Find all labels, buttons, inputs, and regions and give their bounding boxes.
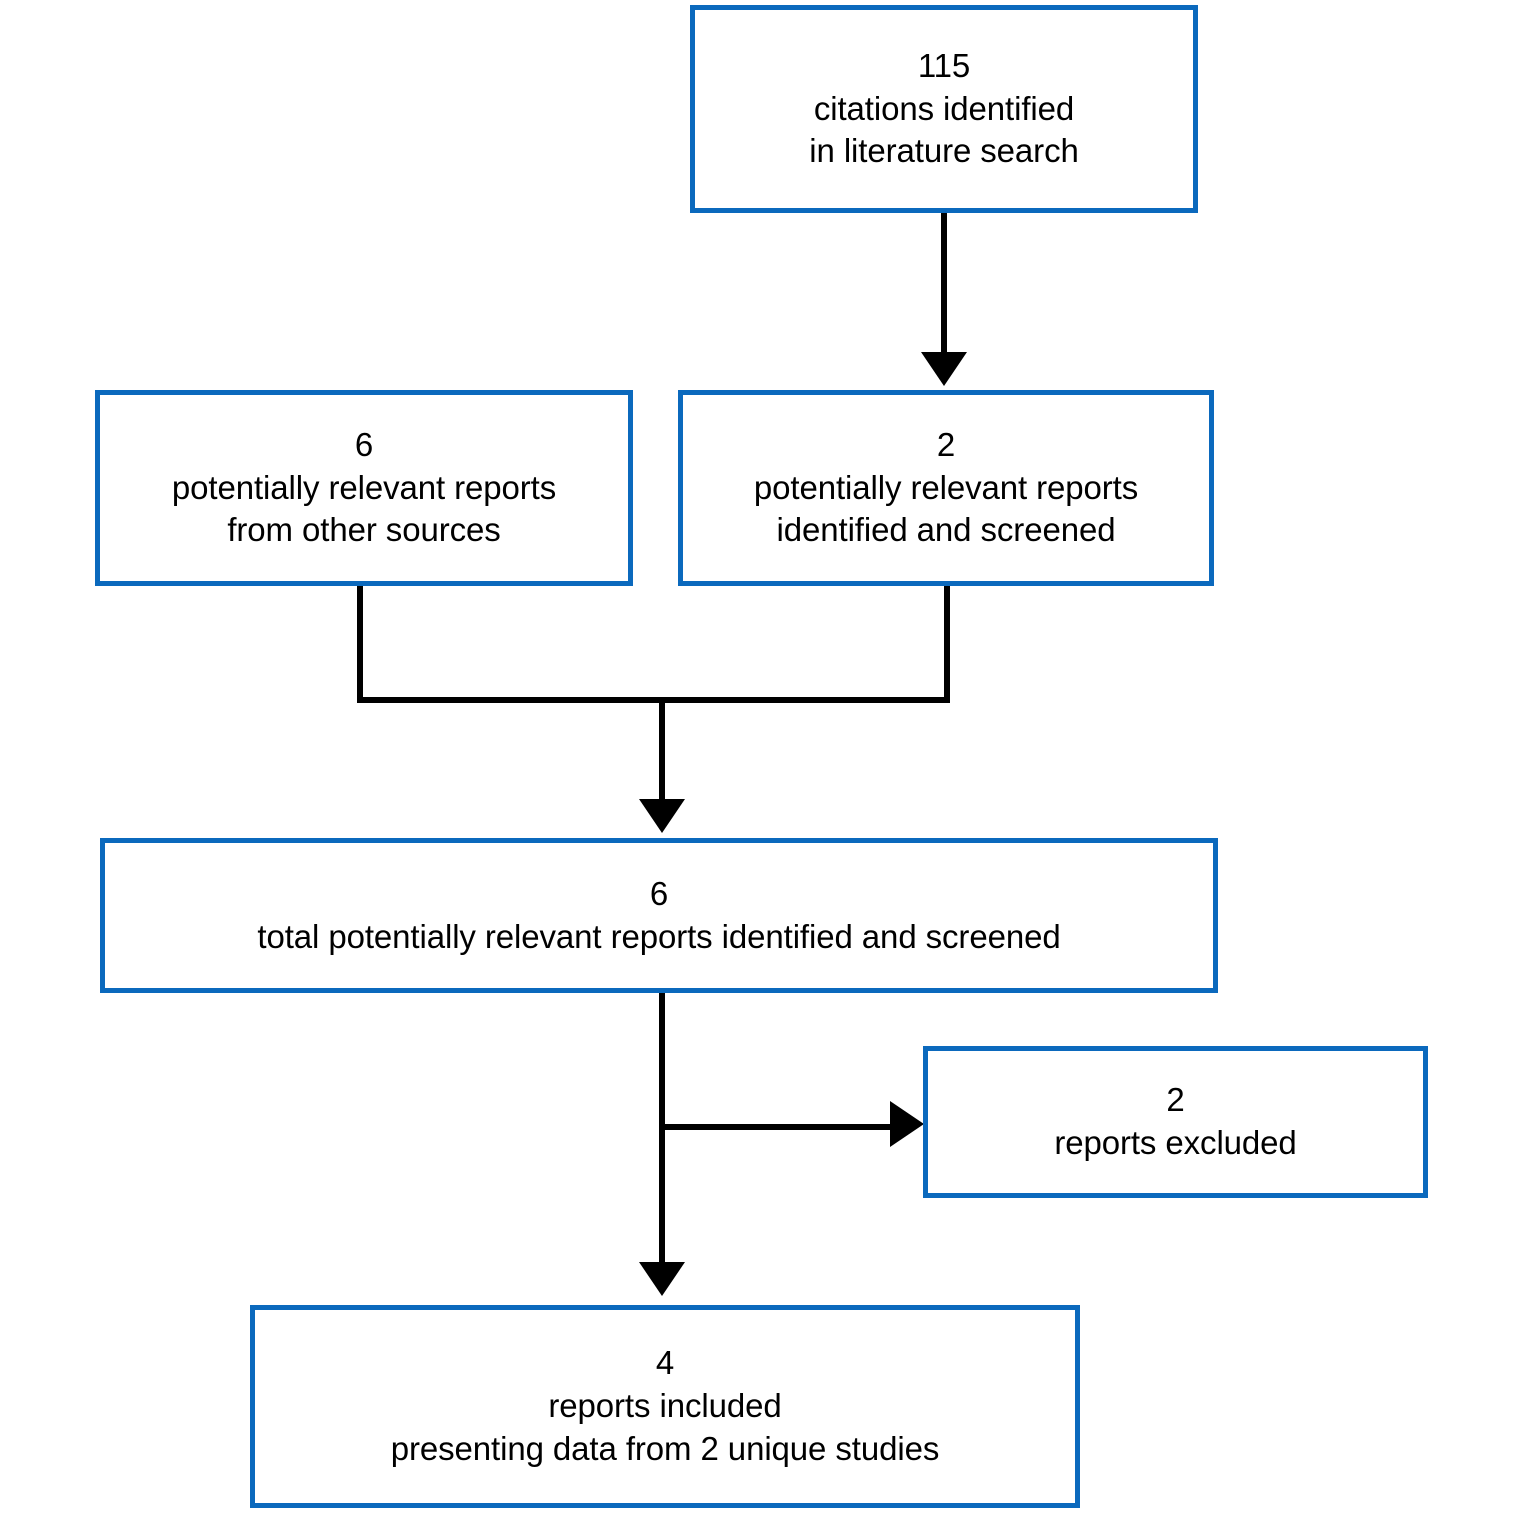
- node-label-line-1: total potentially relevant reports ident…: [257, 917, 1061, 955]
- node-count: 2: [1166, 1081, 1185, 1119]
- node-reports-from-other-sources: 6 potentially relevant reports from othe…: [95, 390, 633, 586]
- node-count: 4: [655, 1344, 675, 1382]
- node-reports-identified-and-screened: 2 potentially relevant reports identifie…: [678, 390, 1214, 586]
- arrowhead-down-icon: [921, 352, 967, 386]
- node-label-line-1: reports included: [548, 1387, 782, 1425]
- node-label-line-1: reports excluded: [1054, 1124, 1297, 1161]
- node-label-line-2: presenting data from 2 unique studies: [390, 1429, 940, 1467]
- edge-other-sources-stub: [357, 586, 363, 703]
- node-label-line-2: from other sources: [227, 511, 501, 549]
- node-reports-included: 4 reports included presenting data from …: [250, 1305, 1080, 1508]
- node-label-line-1: potentially relevant reports: [753, 468, 1139, 506]
- arrowhead-right-icon: [890, 1101, 924, 1147]
- node-count: 6: [354, 425, 374, 463]
- arrowhead-down-icon: [639, 1262, 685, 1296]
- node-count: 115: [917, 46, 971, 84]
- node-label-line-1: citations identified: [813, 89, 1075, 127]
- node-label-line-2: identified and screened: [776, 511, 1116, 549]
- edge-merge-to-total: [659, 697, 665, 802]
- edge-screened-stub: [944, 586, 950, 703]
- node-total-reports-identified-and-screened: 6 total potentially relevant reports ide…: [100, 838, 1218, 993]
- node-citations-identified: 115 citations identified in literature s…: [690, 5, 1198, 213]
- node-reports-excluded: 2 reports excluded: [923, 1046, 1428, 1198]
- node-count: 6: [649, 874, 669, 912]
- arrowhead-down-icon: [639, 799, 685, 833]
- edge-identified-to-screened: [941, 213, 947, 355]
- edge-merge-bar: [357, 697, 950, 703]
- edge-total-to-excluded: [659, 1124, 914, 1130]
- node-count: 2: [936, 425, 956, 463]
- node-label-line-1: potentially relevant reports: [171, 468, 557, 506]
- node-label-line-2: in literature search: [809, 132, 1079, 170]
